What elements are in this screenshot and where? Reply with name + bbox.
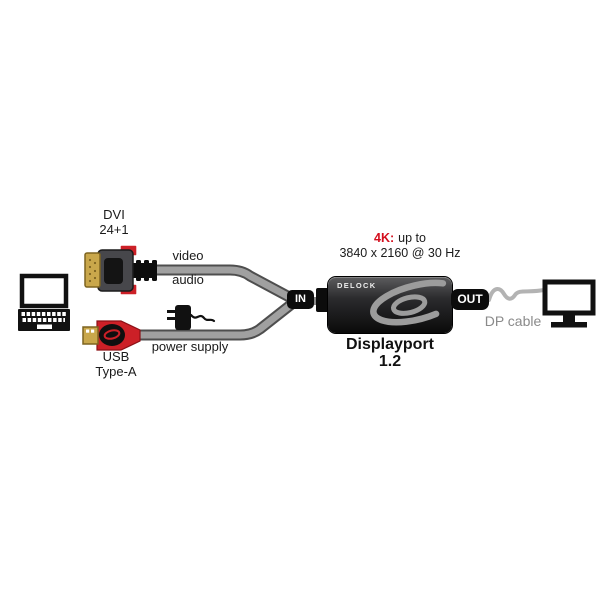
monitor-icon bbox=[542, 279, 596, 328]
spec-text: 4K:up to 3840 x 2160 @ 30 Hz bbox=[325, 231, 475, 261]
audio-label: audio bbox=[172, 272, 204, 287]
usb-label: USB Type-A bbox=[88, 349, 144, 379]
dp-cable-line bbox=[487, 287, 546, 302]
in-badge: IN bbox=[287, 290, 314, 309]
power-adapter-icon bbox=[167, 305, 216, 330]
brand-logo-text: DELOCK bbox=[337, 281, 377, 290]
dp-plug-nub bbox=[311, 297, 318, 305]
video-audio-cable bbox=[146, 264, 299, 305]
out-badge: OUT bbox=[451, 289, 489, 310]
usb-label-line2: Type-A bbox=[95, 363, 137, 379]
dvi-connector-icon bbox=[84, 244, 157, 296]
video-label: video bbox=[172, 248, 204, 263]
dvi-label: DVI 24+1 bbox=[84, 207, 144, 237]
product-name-line2: 1.2 bbox=[378, 353, 402, 370]
usb-label-line1: USB bbox=[102, 349, 130, 364]
adapter-box: DELOCK bbox=[328, 277, 452, 333]
spec-4k: 4K: bbox=[374, 231, 395, 245]
power-cable bbox=[128, 297, 299, 341]
usb-connector-icon bbox=[82, 320, 141, 351]
delock-swirl-logo bbox=[370, 279, 447, 326]
spec-upto: up to bbox=[398, 231, 426, 245]
laptop-icon bbox=[18, 273, 70, 331]
dp-cable-label: DP cable bbox=[484, 313, 542, 329]
product-name-line1: Displayport bbox=[345, 336, 434, 353]
power-supply-label: power supply bbox=[151, 339, 229, 354]
spec-line1: 4K:up to bbox=[325, 231, 475, 246]
dp-plug-icon bbox=[316, 288, 331, 312]
spec-resolution: 3840 x 2160 @ 30 Hz bbox=[339, 246, 461, 260]
product-name: Displayport 1.2 bbox=[328, 336, 452, 370]
dvi-label-line1: DVI bbox=[103, 207, 125, 222]
dvi-label-line2: 24+1 bbox=[99, 221, 129, 237]
